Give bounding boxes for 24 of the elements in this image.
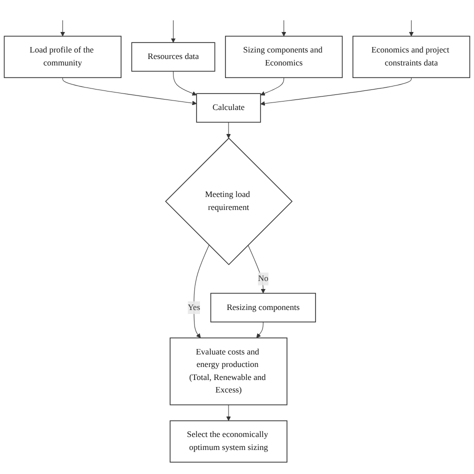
arrow [248,245,266,294]
edge-label: Yes [188,303,200,312]
node-box: Evaluate costs and energy production (Total, Renewable and Excess) [170,338,288,406]
arrow [170,20,176,44]
arrow [256,322,264,338]
node-box: Resizing components [210,293,316,323]
arrow [226,122,231,139]
node-diamond: Meeting load requirement [165,138,293,266]
arrow [260,78,412,106]
node-box: Select the economically optimum system sizing [170,420,288,463]
arrow [173,71,197,96]
arrow [408,20,414,37]
arrow [60,20,66,37]
edge-label: No [258,274,268,284]
node-box: Economics and project constraints data [352,36,470,78]
node-box: Resources data [131,42,216,72]
arrow [260,78,284,96]
arrow [226,404,231,422]
arrow [62,78,197,106]
node-box: Sizing components and Economics [225,36,343,78]
arrow [194,245,210,338]
node-box: Load profile of the community [4,36,122,78]
node-box: Calculate [196,93,261,123]
arrow [282,20,286,37]
